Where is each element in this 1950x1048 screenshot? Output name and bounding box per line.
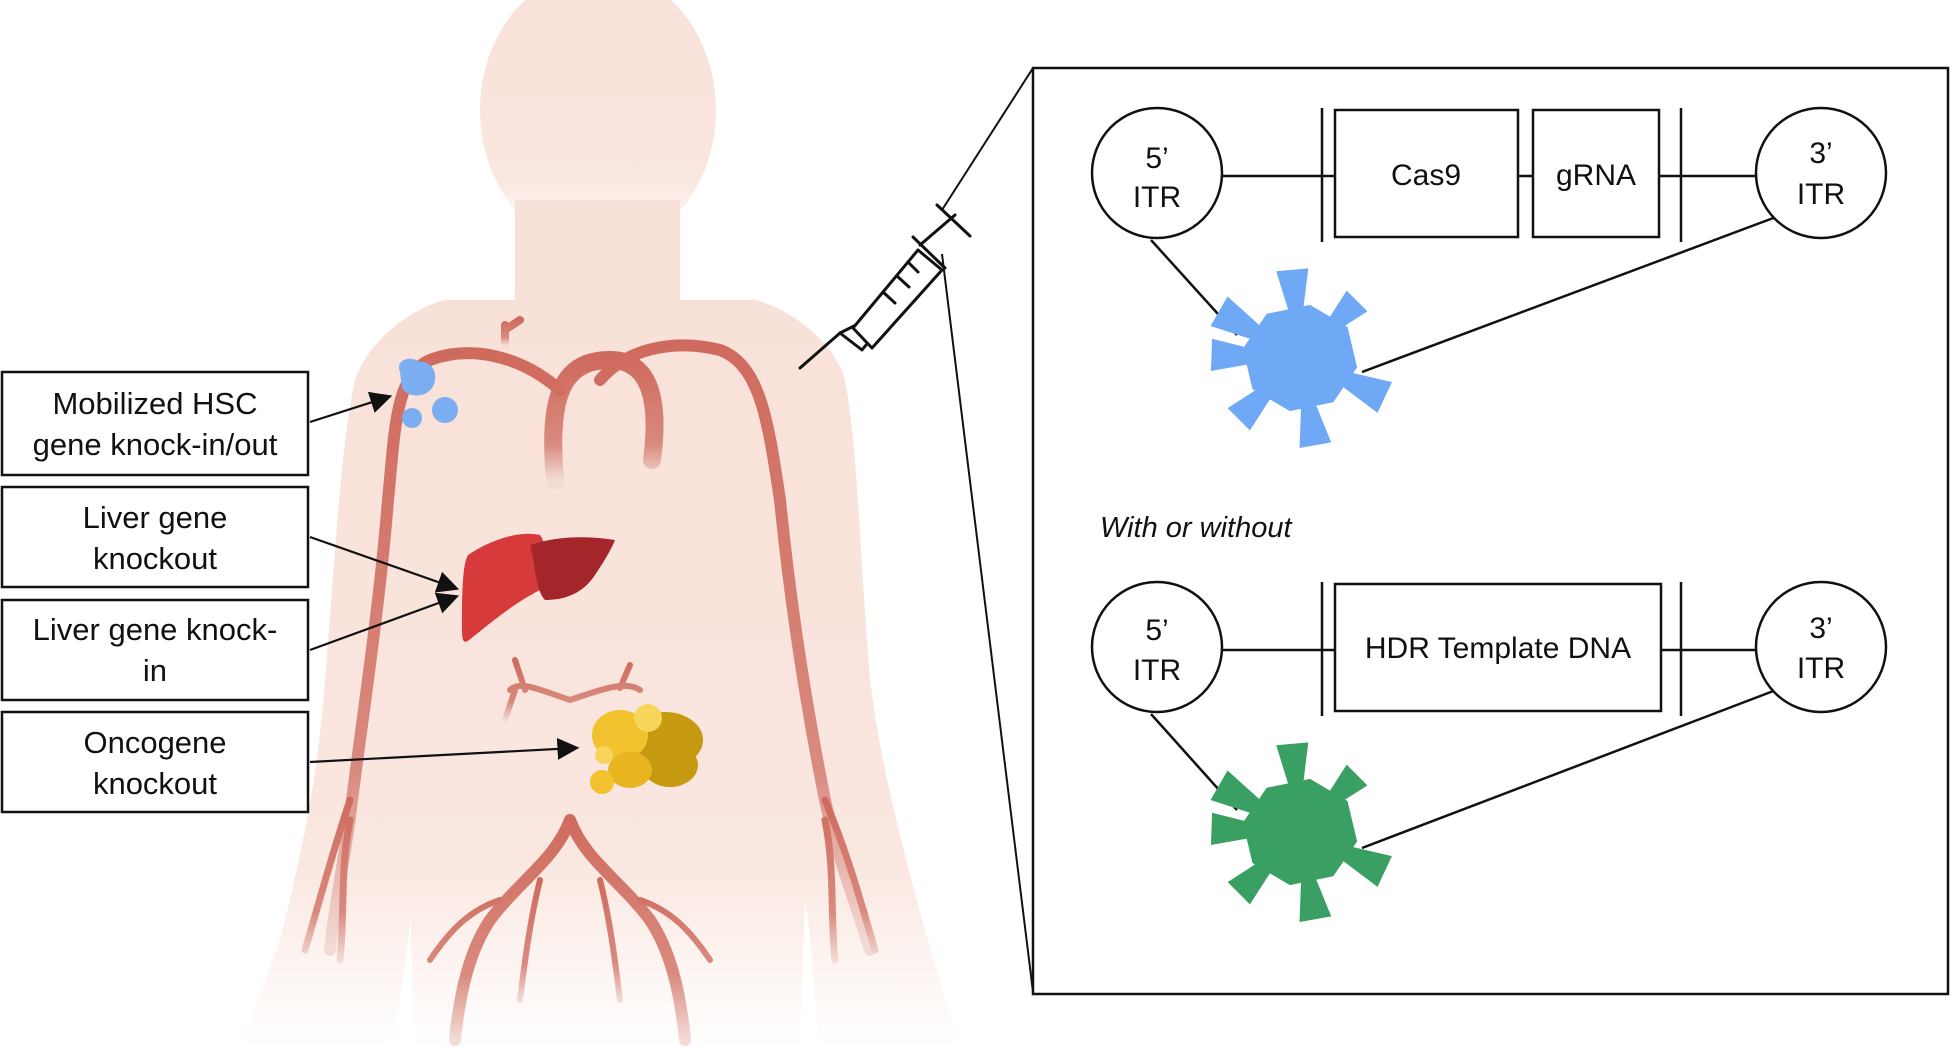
label-oncogene-line1: Oncogene [83, 725, 226, 760]
aav-virus-green [1210, 742, 1392, 922]
iliac-arteries [449, 814, 691, 1046]
liver [462, 533, 615, 642]
liver-left-lobe [530, 537, 615, 600]
label-liver-ko-line1: Liver gene [83, 500, 228, 535]
aortic-arch [544, 350, 664, 489]
grna-box [1531, 108, 1661, 239]
virus-spike [1210, 296, 1269, 344]
torso [240, 300, 960, 1048]
label-liver-knockin: Liver gene knock- in [0, 598, 310, 702]
arrow-liver-ko [309, 535, 460, 593]
itr5-bottom-line2: ITR [1133, 654, 1181, 687]
itr3-top-line1: 3’ [1809, 137, 1832, 170]
itr3-top-line2: ITR [1797, 178, 1845, 211]
label-oncogene-line2: knockout [93, 766, 217, 801]
virus-spike [1210, 770, 1269, 818]
virus-capsid [1242, 778, 1358, 886]
itr3-top [1754, 106, 1888, 240]
itr3-bottom-line2: ITR [1797, 652, 1845, 685]
left-hand-branches [301, 796, 354, 964]
label-oncogene: Oncogene knockout [0, 710, 310, 814]
itr5-bottom-line1: 5’ [1145, 614, 1168, 647]
arrow-liver-ki [309, 592, 460, 652]
label-liver-ki-line1: Liver gene knock- [33, 612, 278, 647]
cas9-box [1333, 108, 1520, 239]
virus-spike [1299, 870, 1332, 922]
aav-virus-blue [1210, 268, 1392, 448]
tumor [590, 704, 703, 794]
hdr-box [1333, 582, 1663, 713]
itr5-top-line1: 5’ [1145, 142, 1168, 175]
hdr-label: HDR Template DNA [1365, 632, 1631, 665]
hsc-cells [399, 358, 458, 428]
label-hsc: Mobilized HSC gene knock-in/out [0, 370, 310, 477]
virus-spike [1276, 742, 1309, 794]
arrow-oncogene [309, 737, 580, 764]
label-liver-ko-line2: knockout [93, 541, 217, 576]
itr5-top-line2: ITR [1133, 181, 1181, 214]
arrow-hsc [309, 391, 393, 424]
right-hand-branches [821, 796, 879, 964]
label-hsc-line1: Mobilized HSC [52, 386, 257, 421]
itr3-bottom-line1: 3’ [1809, 612, 1832, 645]
construct-top: 5’ ITR Cas9 gRNA 3’ ITR [1090, 106, 1888, 448]
virus-spike [1276, 268, 1309, 320]
itr3-bottom [1754, 580, 1888, 714]
itr5-top [1090, 106, 1224, 240]
virus-capsid [1242, 304, 1358, 412]
zoom-lines [941, 67, 1034, 993]
pelvic-branches [427, 877, 713, 1003]
construct-bottom: 5’ ITR HDR Template DNA 3’ ITR [1090, 580, 1888, 922]
liver-right-lobe [462, 533, 545, 642]
label-liver-knockout: Liver gene knockout [0, 485, 310, 589]
with-or-without-text: With or without [1100, 512, 1293, 544]
cas9-label: Cas9 [1391, 159, 1461, 192]
itr5-bottom [1090, 580, 1224, 714]
head [480, 0, 716, 250]
virus-spike [1299, 396, 1332, 448]
label-liver-ki-line2: in [143, 653, 167, 688]
label-hsc-line2: gene knock-in/out [33, 427, 278, 462]
carotid-branch [501, 316, 524, 349]
syringe-icon [798, 203, 972, 370]
label-arrows [309, 391, 580, 764]
mesenteric-branches [502, 657, 643, 723]
grna-label: gRNA [1556, 159, 1636, 192]
right-arm-artery [594, 339, 876, 956]
